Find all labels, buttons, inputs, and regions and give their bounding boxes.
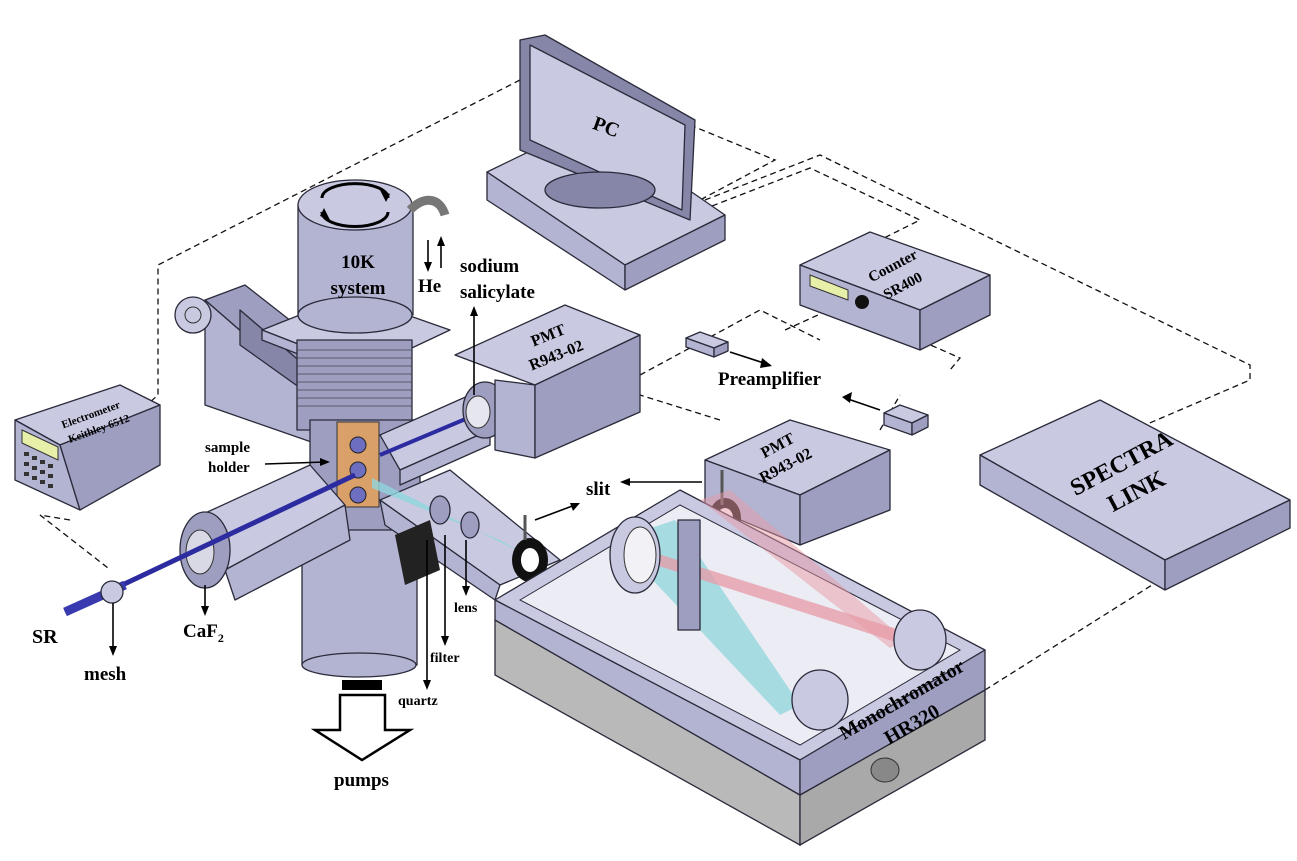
- lens-label: lens: [454, 601, 478, 616]
- cryostat-10k: 10K system: [261, 179, 451, 431]
- filter-label: filter: [430, 651, 460, 666]
- counter-sr400: Counter SR400: [799, 231, 991, 351]
- sodium-label-2: salicylate: [460, 282, 535, 303]
- system-label-1: 10K: [341, 252, 375, 273]
- sample-label-1: sample: [205, 440, 250, 456]
- system-label-2: system: [331, 278, 386, 299]
- monochromator-hr320: Monochromator HR320: [494, 489, 986, 847]
- caf2-label: CaF2: [183, 621, 224, 645]
- pmt-upper: PMT R943-02: [454, 304, 641, 459]
- slit-label: slit: [586, 479, 611, 500]
- he-label: He: [418, 276, 441, 297]
- mesh-label: mesh: [84, 664, 127, 685]
- pumps-label: pumps: [334, 770, 389, 791]
- pc-computer: PC: [486, 34, 726, 291]
- spectra-link: SPECTRA LINK: [979, 399, 1291, 591]
- electrometer-keithley: Electrometer Keithley 6512: [14, 384, 161, 511]
- sodium-label-1: sodium: [460, 256, 519, 277]
- quartz-label: quartz: [398, 694, 438, 709]
- preamplifier-label: Preamplifier: [718, 369, 822, 390]
- sr-label: SR: [32, 626, 58, 648]
- preamplifier-2: [883, 404, 929, 436]
- preamplifier-1: [685, 331, 729, 358]
- sr-inlet-tube: [63, 464, 357, 617]
- pumps-arrow: [310, 680, 415, 762]
- sample-label-2: holder: [208, 460, 250, 476]
- leader-lines: [109, 306, 702, 690]
